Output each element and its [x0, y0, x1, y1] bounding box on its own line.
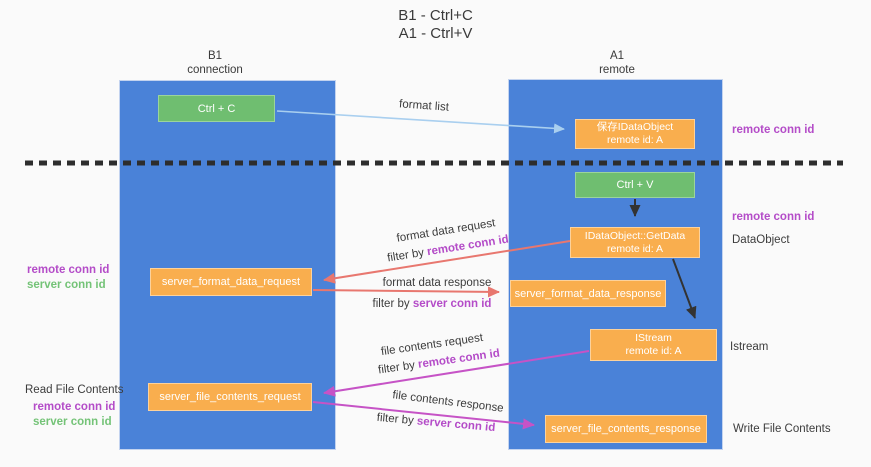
node-istream-subtitle: remote id: A — [625, 345, 682, 357]
title-line-1: B1 - Ctrl+C — [398, 7, 473, 24]
side-label-remote-conn-id-file: remote conn id — [33, 401, 116, 413]
side-label-write-file-contents: Write File Contents — [733, 423, 831, 435]
side-label-istream: Istream — [730, 341, 769, 353]
side-label-remote-conn-id-format: remote conn id — [27, 264, 110, 276]
node-save-idataobject-title: 保存IDataObject — [596, 121, 674, 133]
lifeline-header-a1: A1 remote — [547, 49, 687, 77]
diagram-title: B1 - Ctrl+C A1 - Ctrl+V — [0, 7, 871, 43]
lifeline-a1-name: A1 — [609, 50, 625, 62]
lifeline-header-b1: B1 connection — [145, 49, 285, 77]
node-istream-title: IStream — [635, 332, 672, 344]
side-label-server-conn-id-format: server conn id — [27, 279, 106, 291]
side-label-read-file-contents: Read File Contents — [25, 384, 124, 396]
side-label-remote-conn-id-top: remote conn id — [732, 124, 815, 136]
node-save-idataobject-subtitle: remote id: A — [606, 134, 664, 146]
lifeline-b1-role: connection — [187, 64, 243, 76]
side-label-dataobject: DataObject — [732, 234, 790, 246]
side-label-remote-conn-id-mid: remote conn id — [732, 211, 815, 223]
lifeline-b1-name: B1 — [207, 50, 223, 62]
label-file-contents-response: file contents response — [391, 389, 505, 415]
node-getdata-title: IDataObject::GetData — [584, 229, 686, 242]
node-getdata-subtitle: remote id: A — [606, 242, 664, 255]
node-istream: IStream remote id: A — [590, 329, 717, 361]
node-idataobject-getdata: IDataObject::GetData remote id: A — [570, 227, 700, 258]
label-filter-file-response: filter by server conn id — [376, 412, 495, 434]
filter-by-text: filter by — [386, 246, 425, 265]
filter-key-server-conn-id: server conn id — [416, 415, 496, 435]
lifeline-a1-role: remote — [599, 64, 635, 76]
node-ctrl-v: Ctrl + V — [575, 172, 695, 198]
filter-key-server-conn-id: server conn id — [412, 298, 492, 310]
arrow-format-data-response — [312, 286, 500, 298]
node-save-idataobject: 保存IDataObject remote id: A — [575, 119, 695, 149]
filter-by-text: filter by — [372, 298, 410, 310]
side-label-server-conn-id-file: server conn id — [33, 416, 112, 428]
label-filter-format-response: filter by server conn id — [373, 298, 492, 310]
filter-by-text: filter by — [376, 411, 415, 428]
label-format-data-response: format data response — [382, 277, 492, 289]
node-ctrl-c: Ctrl + C — [158, 95, 275, 122]
node-server-format-data-response: server_format_data_response — [510, 280, 666, 307]
node-server-file-contents-response: server_file_contents_response — [545, 415, 707, 443]
node-server-file-contents-request: server_file_contents_request — [148, 383, 312, 411]
label-format-list: format list — [398, 98, 450, 114]
filter-by-text: filter by — [377, 359, 416, 377]
node-server-format-data-request: server_format_data_request — [150, 268, 312, 296]
title-line-2: A1 - Ctrl+V — [398, 25, 473, 42]
